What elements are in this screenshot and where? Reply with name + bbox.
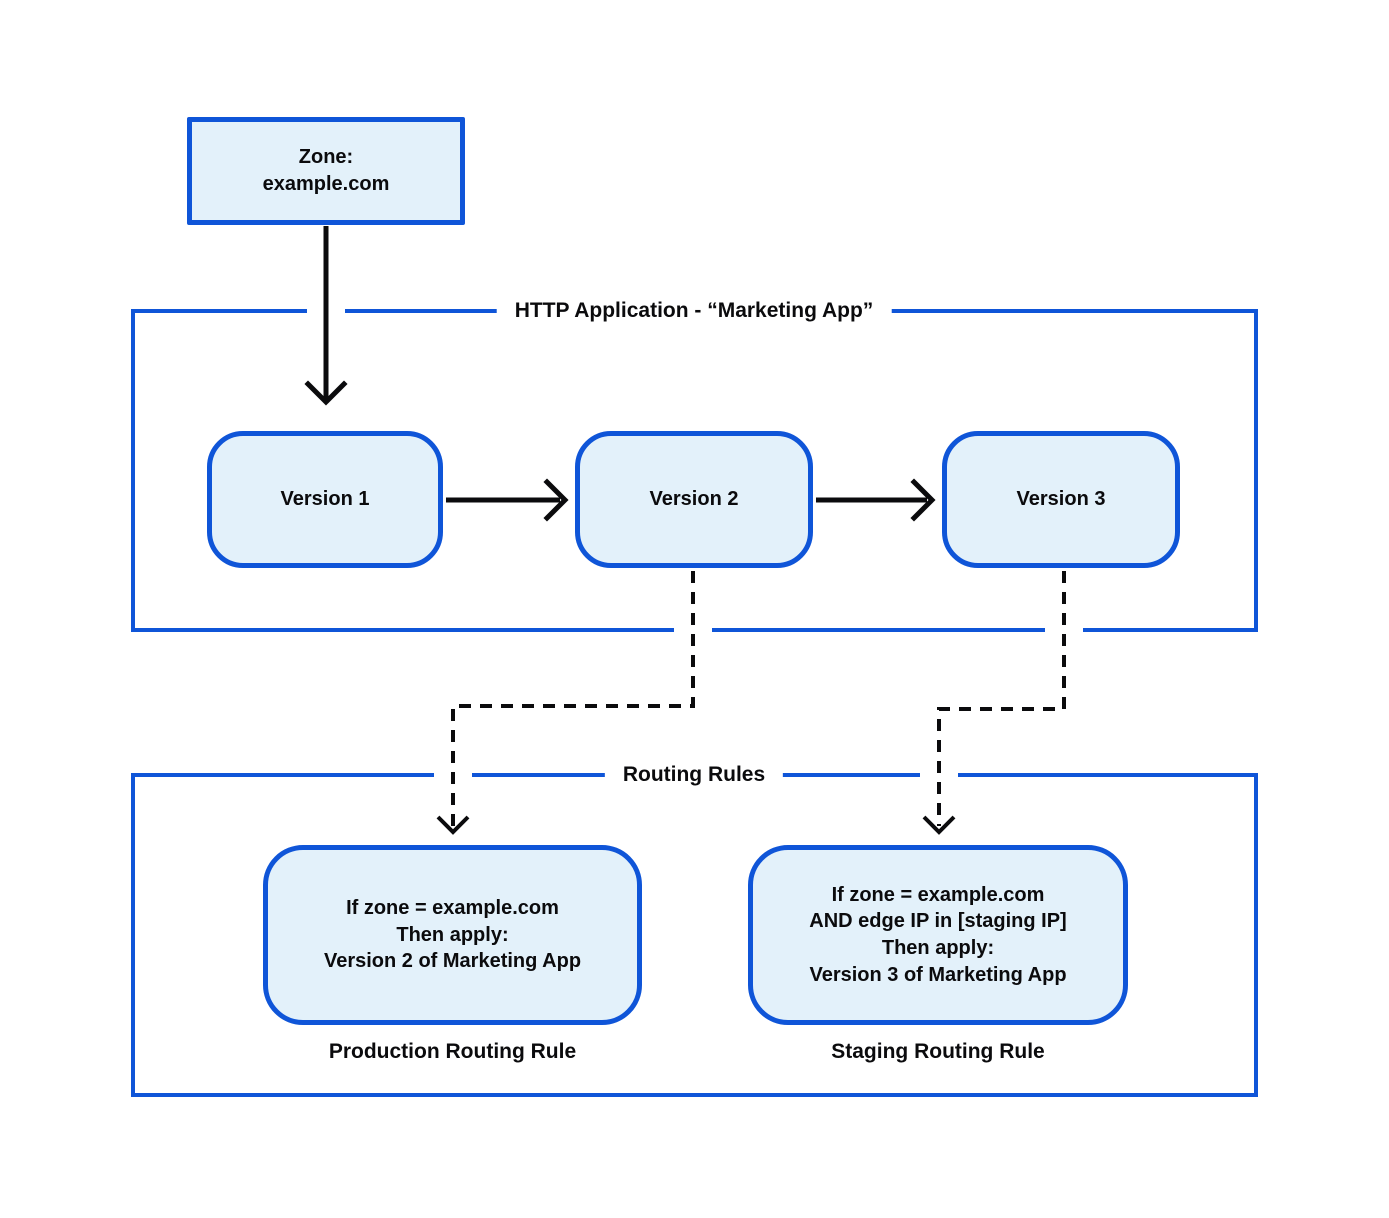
staging-rule-line4: Version 3 of Marketing App [809,963,1067,986]
border-gap-version3-line [1045,624,1083,640]
version-1-label: Version 1 [280,488,370,510]
zone-box-line2: example.com [262,173,390,195]
routing-rules-title: Routing Rules [604,761,784,789]
staging-rule-caption: Staging Routing Rule [831,1040,1045,1063]
production-rule-caption: Production Routing Rule [328,1040,577,1063]
border-gap-zone-arrow [307,302,345,318]
border-gap-production-line [434,766,472,782]
version-3-box: Version 3 [942,431,1180,568]
production-rule-line2: Then apply: [396,923,509,946]
production-rule-box: If zone = example.com Then apply: Versio… [263,845,642,1025]
version-1-box: Version 1 [207,431,443,568]
zone-box: Zone: example.com [187,117,465,225]
staging-rule-line2: AND edge IP in [staging IP] [809,910,1067,933]
staging-rule-box: If zone = example.com AND edge IP in [st… [748,845,1128,1025]
border-gap-staging-line [920,766,958,782]
version-3-label: Version 3 [1016,488,1106,510]
border-gap-version2-line [674,624,712,640]
staging-rule-line3: Then apply: [881,937,995,959]
production-rule-line1: If zone = example.com [346,897,559,920]
version-2-label: Version 2 [649,488,739,510]
staging-rule-line1: If zone = example.com [831,883,1045,906]
version-2-box: Version 2 [575,431,813,568]
http-application-title: HTTP Application - “Marketing App” [496,297,892,325]
production-rule-line3: Version 2 of Marketing App [323,950,582,973]
zone-box-line1: Zone: [298,146,354,168]
